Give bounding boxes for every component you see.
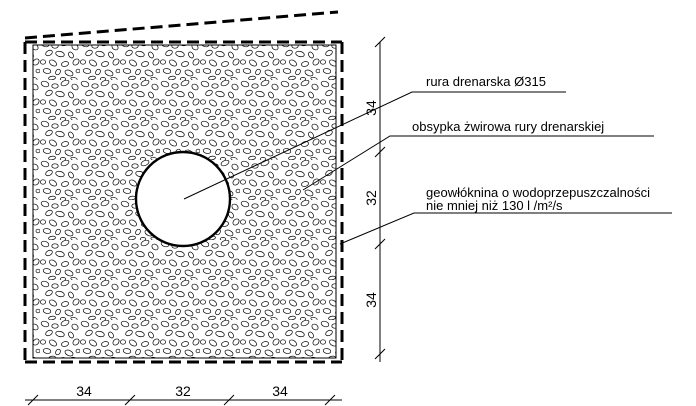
gravel-leader-line — [302, 135, 654, 191]
horizontal-tick-3 — [223, 394, 235, 406]
pipe-leader-line — [183, 91, 566, 200]
drain-pipe — [134, 150, 232, 248]
vertical-dim-label-top: 34 — [363, 100, 379, 116]
vertical-tick-3 — [374, 238, 386, 250]
pipe-callout: rura drenarska Ø315 — [426, 74, 546, 89]
horizontal-dimension — [25, 394, 342, 406]
geotextile-callout-line2: nie mniej niż 130 l /m²/s — [426, 198, 563, 213]
vertical-dim-label-middle: 32 — [363, 190, 379, 206]
vertical-tick-2 — [374, 146, 386, 158]
vertical-tick-1 — [374, 36, 386, 48]
vertical-tick-4 — [374, 348, 386, 360]
horizontal-tick-2 — [124, 394, 136, 406]
trench-edge — [32, 44, 337, 359]
leader-lines — [183, 91, 672, 245]
geotextile-outline-top — [24, 10, 339, 40]
horizontal-tick-1 — [27, 394, 39, 406]
gravel-callout: obsypka żwirowa rury drenarskiej — [412, 119, 604, 134]
horizontal-dim-label-middle: 32 — [175, 383, 191, 399]
horizontal-dim-label-right: 34 — [272, 383, 288, 399]
vertical-dimension — [374, 36, 386, 362]
horizontal-dim-label-left: 34 — [76, 383, 92, 399]
geotextile-callout-line1: geowłóknina o wodoprzepuszczalności — [426, 185, 650, 200]
vertical-dim-label-bottom: 34 — [363, 292, 379, 308]
geotextile-leader-line — [339, 212, 672, 245]
horizontal-tick-4 — [324, 394, 336, 406]
